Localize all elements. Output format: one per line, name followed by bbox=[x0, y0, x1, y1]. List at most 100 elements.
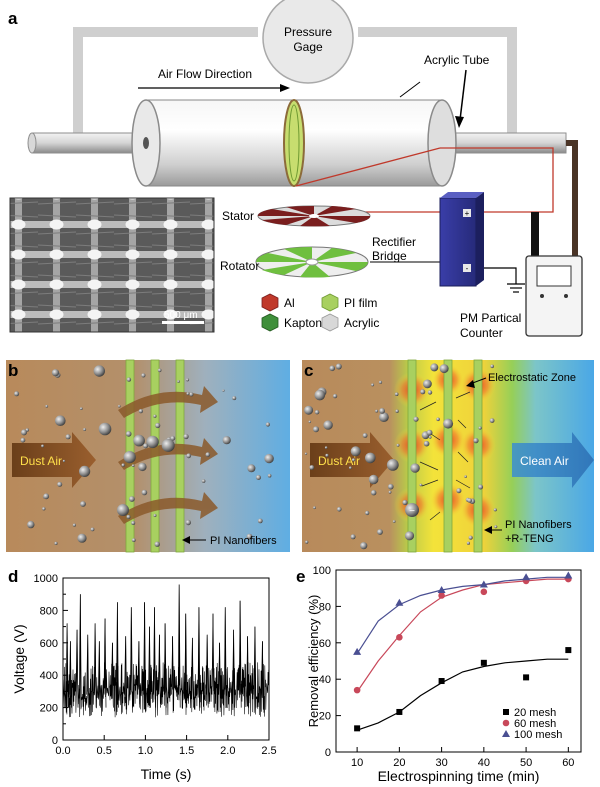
pm-counter-label-1: PM Partical bbox=[460, 311, 521, 325]
dust-particle bbox=[478, 484, 484, 490]
svg-text:+: + bbox=[465, 209, 470, 218]
series-20-mesh bbox=[354, 647, 572, 732]
dust-particle bbox=[325, 453, 329, 457]
electrostatic-zone-arrow-icon bbox=[466, 380, 475, 388]
dust-particle bbox=[378, 380, 383, 384]
panel-c-particles: − bbox=[304, 363, 498, 550]
dust-particle bbox=[20, 437, 26, 443]
dust-particle bbox=[205, 452, 211, 457]
x-tick-label-d: 1.5 bbox=[179, 745, 194, 757]
pressure-gage-label-1: Pressure bbox=[284, 25, 332, 39]
dust-particle bbox=[41, 444, 45, 448]
dust-particle bbox=[388, 490, 392, 494]
data-point-20-mesh bbox=[523, 674, 530, 681]
legend-item-al: Al bbox=[261, 293, 295, 312]
dust-particle bbox=[413, 416, 419, 422]
data-point-100-mesh bbox=[353, 647, 362, 655]
dust-particle bbox=[43, 493, 50, 500]
legend-label-kapton: Kapton bbox=[284, 316, 322, 330]
dust-particle bbox=[153, 414, 157, 418]
legend-label-al: Al bbox=[284, 296, 295, 310]
dust-particle bbox=[309, 465, 315, 470]
panel-e-letter: e bbox=[296, 567, 305, 586]
dust-particle bbox=[329, 365, 336, 372]
dust-particle bbox=[323, 420, 333, 430]
dust-air-arrow-icon bbox=[310, 432, 394, 488]
series-100-mesh bbox=[353, 571, 573, 655]
dust-particle bbox=[201, 479, 206, 483]
fit-line-60-mesh bbox=[356, 578, 569, 693]
panel-b-particles bbox=[14, 365, 274, 547]
dust-particle bbox=[123, 451, 136, 464]
pm-counter-label-2: Counter bbox=[460, 326, 503, 340]
y-tick-label-d: 800 bbox=[40, 605, 58, 617]
scale-bar-icon bbox=[162, 321, 204, 324]
dust-particle bbox=[141, 373, 146, 378]
x-tick-label-e: 10 bbox=[351, 757, 363, 769]
kapton-swatch-icon bbox=[261, 313, 279, 332]
legend-marker-20-mesh bbox=[503, 709, 509, 715]
legend-label-pi-film: PI film bbox=[344, 296, 377, 310]
series-group bbox=[353, 571, 573, 732]
data-point-60-mesh bbox=[353, 686, 361, 694]
dust-particle bbox=[352, 458, 356, 462]
y-tick-label-d: 200 bbox=[40, 703, 58, 715]
dust-particle bbox=[313, 506, 316, 510]
dust-particle bbox=[62, 459, 66, 463]
dust-particle bbox=[436, 417, 440, 422]
pi-film-swatch-icon bbox=[321, 293, 339, 312]
legend-label-100-mesh: 100 mesh bbox=[514, 729, 562, 741]
panel-b: b Dust Air PI Nanofibers bbox=[6, 359, 290, 553]
dust-particle bbox=[427, 390, 433, 395]
y-tick-label-e: 60 bbox=[319, 638, 331, 650]
dust-particle bbox=[375, 409, 379, 413]
data-point-20-mesh bbox=[438, 678, 445, 685]
panel-c-dust-air-label: Dust Air bbox=[318, 454, 360, 468]
plot-area-d bbox=[62, 577, 270, 741]
dust-particle bbox=[430, 363, 439, 372]
dust-particle bbox=[51, 369, 60, 377]
dust-particle bbox=[80, 501, 86, 507]
dust-particle bbox=[473, 438, 479, 444]
charge-minus-icon: − bbox=[409, 506, 415, 517]
dust-particle bbox=[333, 394, 338, 399]
dust-particle bbox=[264, 453, 274, 464]
pressure-gage-label-2: Gage bbox=[293, 40, 323, 54]
dust-particle bbox=[423, 440, 430, 447]
legend-item-acrylic: Acrylic bbox=[321, 313, 379, 332]
y-tick-label-e: 100 bbox=[313, 565, 331, 577]
dust-particle bbox=[83, 428, 87, 431]
dust-particle bbox=[371, 383, 375, 387]
dust-particle bbox=[428, 435, 432, 439]
panel-c-clean-air-label: Clean Air bbox=[520, 454, 569, 468]
dust-particle bbox=[304, 405, 314, 415]
scale-bar-label: 500 μm bbox=[164, 310, 198, 321]
panel-a-letter: a bbox=[8, 9, 18, 28]
plot-area-e bbox=[335, 569, 582, 753]
dust-particle bbox=[256, 475, 261, 480]
svg-text:-: - bbox=[466, 264, 469, 273]
dust-particle bbox=[183, 433, 189, 440]
dust-particle bbox=[468, 535, 473, 540]
panel-a: a Pressure Gage Air Flow Direction Acr bbox=[8, 0, 583, 340]
dust-particle bbox=[141, 489, 148, 496]
pm-counter-device bbox=[525, 212, 583, 337]
dust-particle bbox=[257, 518, 263, 524]
x-tick-label-d: 1.0 bbox=[138, 745, 153, 757]
dust-particle bbox=[155, 422, 161, 429]
flow-arrow-icon bbox=[118, 438, 218, 470]
dust-particle bbox=[304, 452, 308, 455]
dust-particle bbox=[121, 463, 125, 467]
y-tick-label-e: 0 bbox=[325, 747, 331, 759]
dust-particle bbox=[456, 488, 462, 494]
outlet-pipe bbox=[437, 132, 567, 154]
dust-particle bbox=[490, 364, 495, 369]
dust-particle bbox=[189, 392, 194, 397]
dust-particle bbox=[79, 407, 83, 410]
dust-particle bbox=[138, 409, 143, 414]
acrylic-tube bbox=[131, 99, 457, 187]
stator-disc bbox=[257, 205, 371, 227]
